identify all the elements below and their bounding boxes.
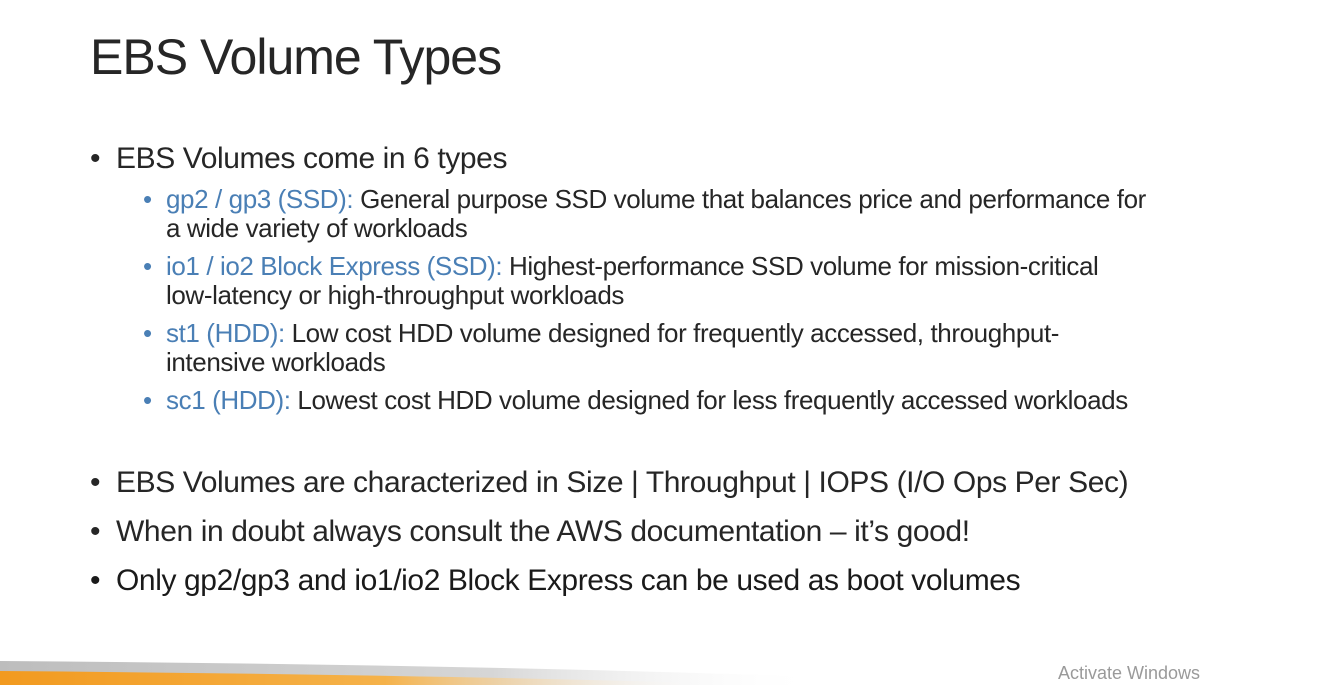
sub-bullet-3-line1: st1 (HDD): Low cost HDD volume designed … (166, 318, 1059, 348)
sub-bullet-4-text: Lowest cost HDD volume designed for less… (290, 385, 1128, 415)
footer-orange-band (0, 671, 700, 685)
sub-bullet-3-line2: intensive workloads (166, 347, 386, 377)
sub-bullet-3-text: Low cost HDD volume designed for frequen… (284, 318, 1060, 348)
sub-bullet-3-label: st1 (HDD): (166, 318, 285, 348)
bullet-2: EBS Volumes are characterized in Size | … (116, 466, 1129, 499)
sub-bullet-4-label: sc1 (HDD): (166, 385, 291, 415)
sub-bullet-4-line1: sc1 (HDD): Lowest cost HDD volume design… (166, 385, 1128, 415)
sub-bullet-1-line1: gp2 / gp3 (SSD): General purpose SSD vol… (166, 184, 1146, 214)
bullet-dot: • (90, 142, 101, 175)
bullet-dot: • (90, 564, 101, 597)
sub-bullet-2-line1: io1 / io2 Block Express (SSD): Highest-p… (166, 251, 1099, 281)
slide-title: EBS Volume Types (90, 29, 502, 85)
sub-bullet-2-text: Highest-performance SSD volume for missi… (502, 251, 1099, 281)
sub-bullet-2-label: io1 / io2 Block Express (SSD): (166, 251, 503, 281)
sub-bullet-1-label: gp2 / gp3 (SSD): (166, 184, 354, 214)
bullet-dot: • (90, 515, 101, 548)
bullet-4: Only gp2/gp3 and io1/io2 Block Express c… (116, 564, 1021, 597)
bullet-3: When in doubt always consult the AWS doc… (116, 515, 970, 548)
sub-bullet-dot: • (143, 385, 153, 415)
sub-bullet-dot: • (143, 251, 153, 281)
sub-bullet-1-text: General purpose SSD volume that balances… (353, 184, 1146, 214)
activate-windows-watermark: Activate Windows (1058, 663, 1201, 683)
sub-bullet-2-line2: low-latency or high-throughput workloads (166, 280, 625, 310)
sub-bullet-dot: • (143, 318, 153, 348)
sub-bullet-dot: • (143, 184, 153, 214)
bullet-dot: • (90, 466, 101, 499)
bullet-1: EBS Volumes come in 6 types (116, 142, 508, 175)
footer-swoosh (0, 661, 820, 685)
sub-bullet-1-line2: a wide variety of workloads (166, 213, 468, 243)
